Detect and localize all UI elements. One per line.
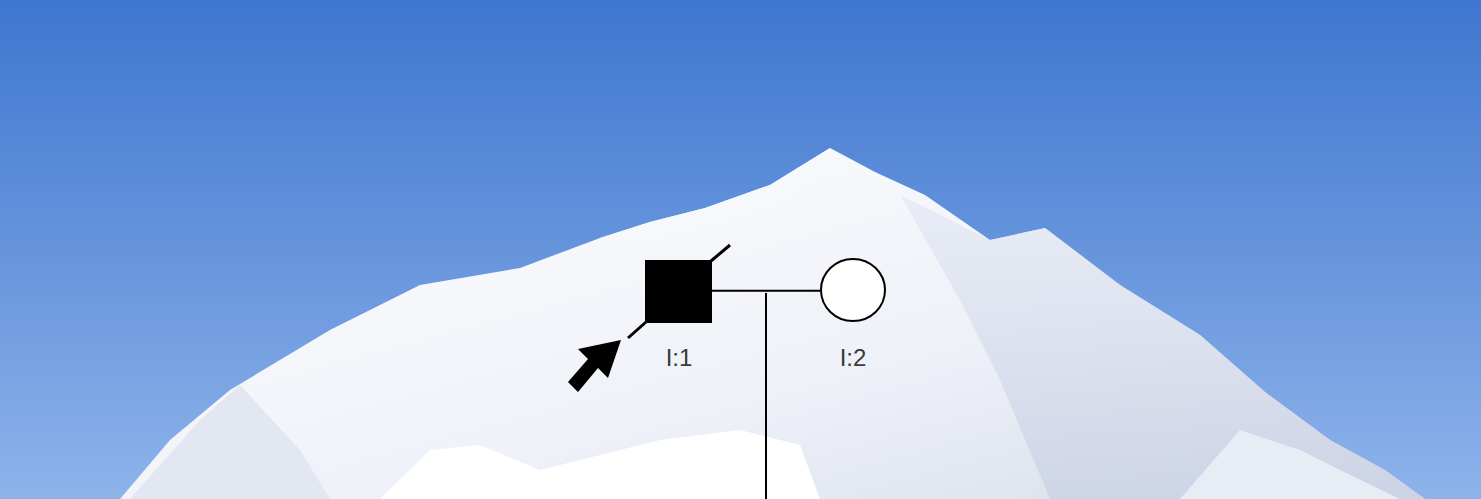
individual-id: I:2	[840, 344, 867, 372]
proband-arrow	[568, 340, 621, 392]
mating-line	[712, 290, 820, 292]
shape-outline	[645, 260, 712, 323]
descent-line	[765, 293, 767, 499]
shape-outline	[820, 258, 886, 322]
deceased-slash	[628, 322, 646, 338]
male-symbol: I:1	[645, 260, 712, 323]
deceased-slash	[711, 245, 730, 261]
individual-id: I:1	[666, 344, 693, 372]
female-symbol: I:2	[820, 258, 886, 322]
